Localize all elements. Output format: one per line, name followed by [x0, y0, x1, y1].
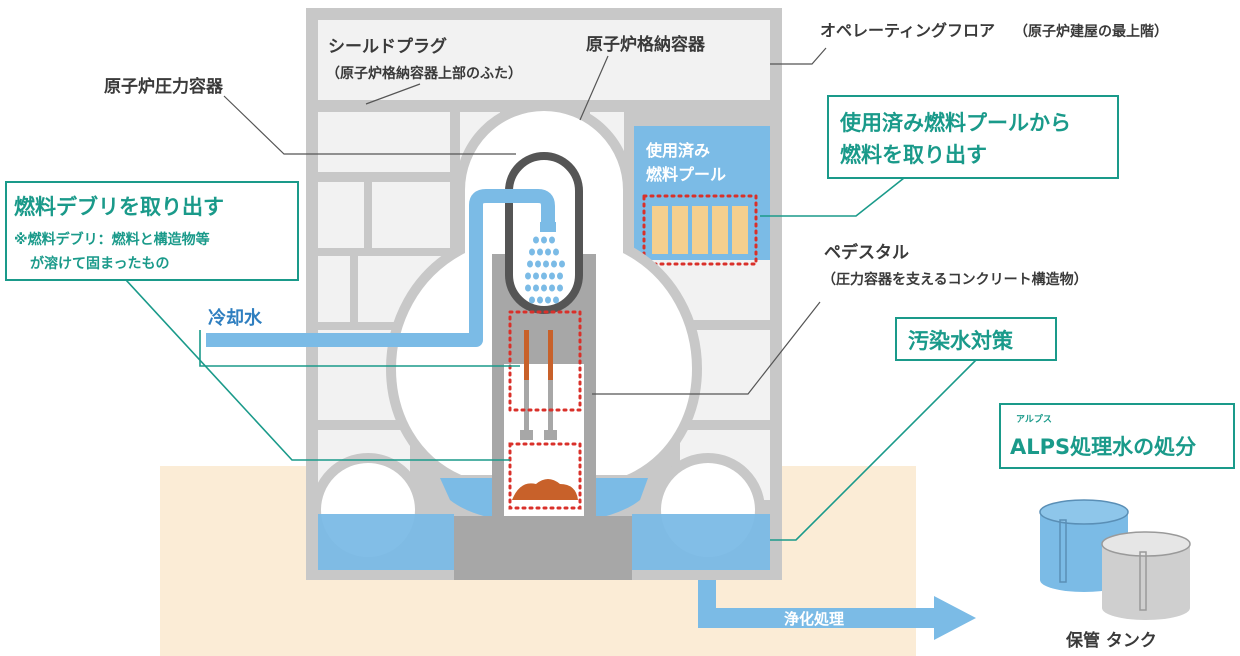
- label-storage-tank: 保管 タンク: [1065, 630, 1157, 651]
- callout-spent-fuel-line2: 燃料を取り出す: [840, 143, 987, 167]
- pedestal: [492, 254, 596, 522]
- cooling-water-pipe: [206, 189, 555, 347]
- pool-dotted-frame: [642, 194, 758, 266]
- label-pedestal: ペデスタル: [824, 242, 909, 263]
- label-pedestal-note: （圧力容器を支えるコンクリート構造物）: [822, 271, 1088, 288]
- callout-alps-ruby: アルプス: [1016, 413, 1052, 425]
- operating-floor-space: [318, 20, 770, 100]
- label-cooling-water: 冷却水: [208, 307, 263, 329]
- label-shield-plug: シールドプラグ: [328, 36, 447, 57]
- callout-contaminated-water: [895, 317, 1057, 361]
- water-spray: [525, 236, 565, 304]
- callout-alps: [999, 403, 1235, 469]
- fuel-debris: [512, 479, 578, 500]
- callout-fuel-debris-title: 燃料デブリを取り出す: [14, 195, 224, 219]
- label-operating-floor-note: （原子炉建屋の最上階）: [1014, 23, 1168, 40]
- fuel-assemblies: [652, 206, 748, 254]
- purification-arrow: [698, 580, 976, 640]
- teal-leader-lines: [125, 177, 977, 541]
- label-purification: 浄化処理: [784, 610, 844, 628]
- storage-tanks: [1039, 499, 1191, 620]
- label-spent-pool-2: 燃料プール: [646, 165, 726, 184]
- callout-contaminated-water-title: 汚染水対策: [908, 329, 1014, 353]
- label-pressure-vessel: 原子炉圧力容器: [104, 76, 224, 97]
- label-operating-floor: オペレーティングフロア: [820, 21, 995, 40]
- callout-fuel-debris-note1: ※燃料デブリ：燃料と構造物等: [14, 231, 210, 248]
- rod-dotted-frame: [508, 310, 582, 412]
- control-rods: [520, 330, 557, 440]
- basement-water-right: [632, 514, 770, 570]
- label-spent-pool-1: 使用済み: [645, 141, 710, 160]
- label-shield-plug-note: （原子炉格納容器上部のふた）: [326, 65, 522, 82]
- leader-lines: [223, 47, 827, 395]
- basement-water-left: [318, 514, 454, 570]
- debris-dotted-frame: [508, 442, 582, 510]
- callout-spent-fuel-line1: 使用済み燃料プールから: [839, 111, 1071, 135]
- callout-fuel-debris-note2: が溶けて固まったもの: [30, 255, 169, 272]
- callout-fuel-debris: [5, 181, 299, 281]
- callout-alps-title: ALPS処理水の処分: [1010, 435, 1196, 459]
- callout-spent-fuel: [827, 95, 1119, 179]
- label-containment-vessel: 原子炉格納容器: [586, 34, 706, 55]
